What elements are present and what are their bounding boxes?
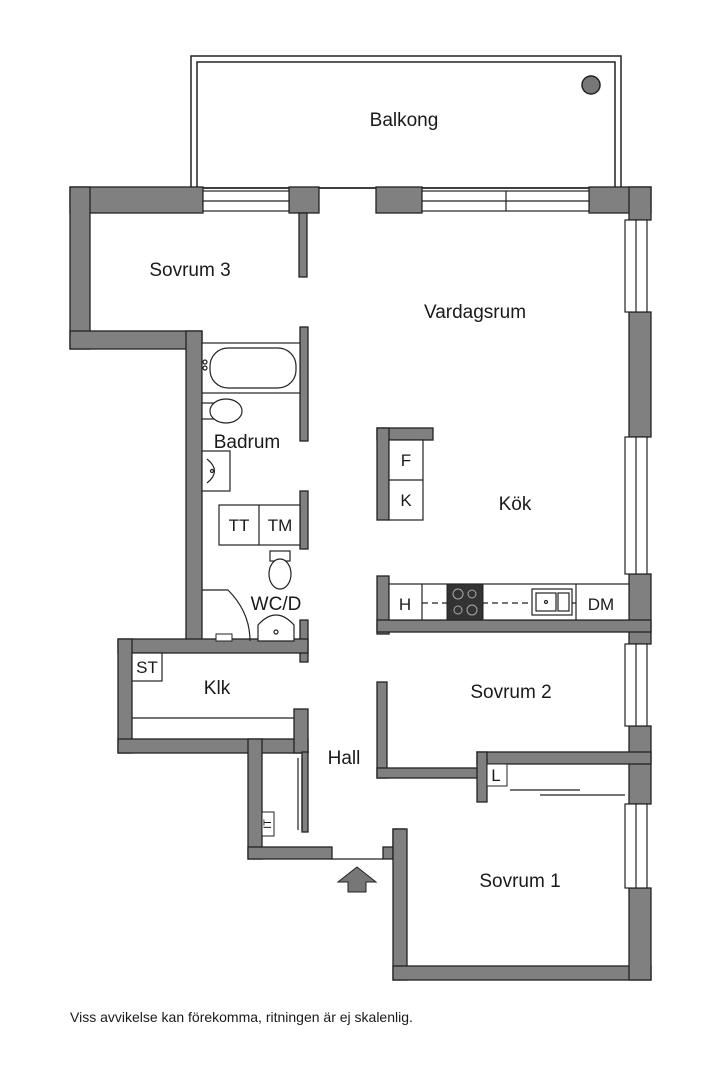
room-sovrum3: Sovrum 3 bbox=[149, 260, 230, 281]
room-badrum: Badrum bbox=[214, 432, 281, 453]
room-sovrum1: Sovrum 1 bbox=[479, 871, 560, 892]
kitchen-island bbox=[388, 439, 424, 521]
l-cabinet bbox=[486, 763, 508, 787]
balcony-drain-icon bbox=[581, 75, 601, 95]
it-label: IT bbox=[262, 819, 274, 829]
room-kok: Kök bbox=[499, 494, 532, 515]
wardrobe-sliding-doors bbox=[510, 789, 625, 796]
wc-toilet-icon bbox=[268, 550, 292, 590]
room-vardagsrum: Vardagsrum bbox=[424, 302, 526, 323]
klk-shelf bbox=[131, 652, 294, 719]
k-label: K bbox=[400, 491, 412, 510]
st-label: ST bbox=[136, 658, 158, 677]
l-label: L bbox=[491, 766, 500, 785]
room-wc: WC/D bbox=[251, 594, 302, 615]
room-hall: Hall bbox=[328, 748, 361, 769]
bathtub-icon bbox=[201, 342, 301, 394]
kitchen-sink-icon bbox=[531, 588, 573, 616]
wc-door-swing bbox=[202, 589, 251, 642]
tt-label: TT bbox=[229, 516, 250, 535]
closet-sliding-doors bbox=[297, 758, 303, 830]
kitchen-counter bbox=[388, 583, 630, 621]
windows bbox=[202, 190, 648, 889]
toilet-icon bbox=[201, 398, 243, 424]
stove-icon bbox=[446, 583, 484, 621]
laundry-cabinets bbox=[218, 504, 301, 546]
wc-sink-icon bbox=[257, 614, 295, 642]
f-label: F bbox=[401, 451, 411, 470]
entrance-arrow-icon bbox=[336, 866, 378, 893]
tm-label: TM bbox=[268, 516, 293, 535]
walls bbox=[69, 186, 652, 981]
h-label: H bbox=[399, 595, 411, 614]
room-sovrum2: Sovrum 2 bbox=[470, 682, 551, 703]
it-cabinet bbox=[261, 811, 275, 837]
room-klk: Klk bbox=[204, 678, 231, 699]
floor-plan: TT TM ST IT F K bbox=[69, 55, 652, 981]
sink-icon bbox=[201, 450, 231, 492]
dm-label: DM bbox=[588, 595, 614, 614]
disclaimer-text: Viss avvikelse kan förekomma, ritningen … bbox=[70, 1009, 413, 1025]
room-balkong: Balkong bbox=[370, 110, 439, 131]
